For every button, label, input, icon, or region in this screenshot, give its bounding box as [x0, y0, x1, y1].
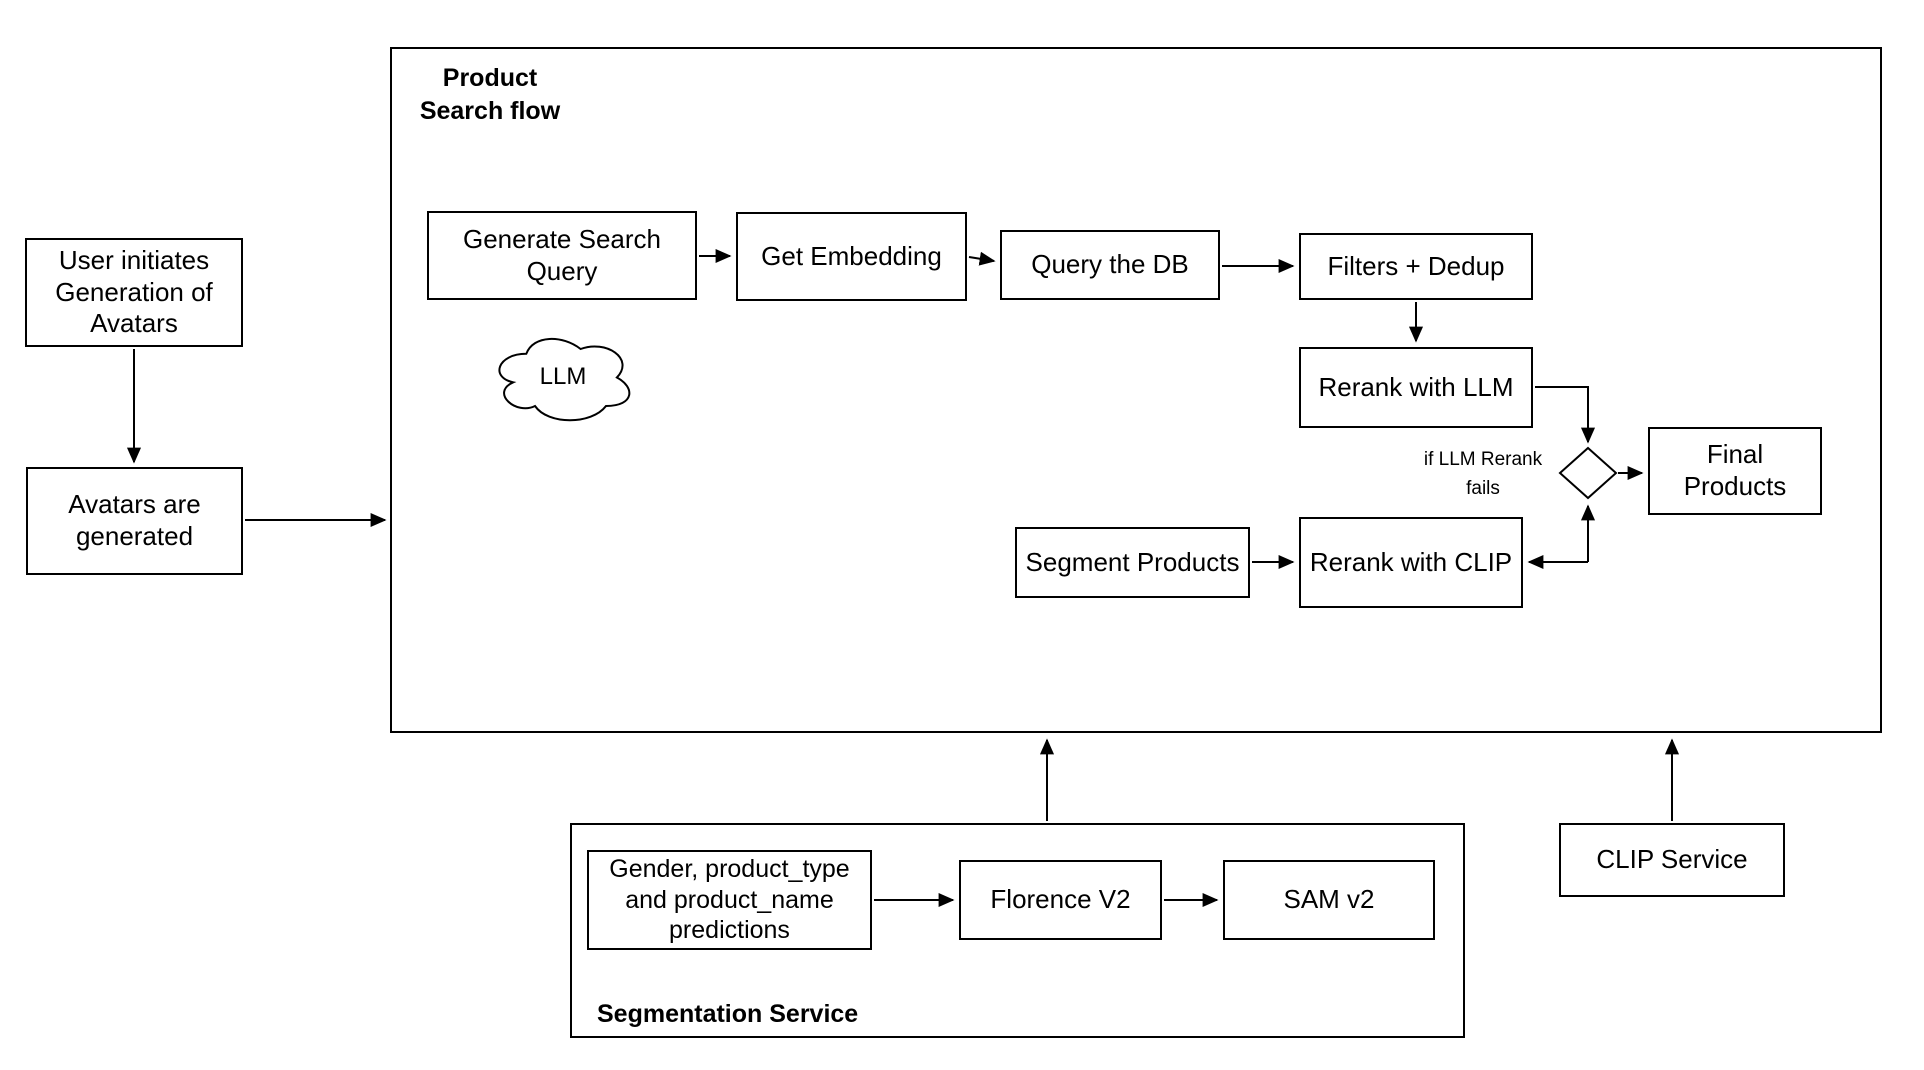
- node-avatars-generated-label: Avatars are generated: [68, 489, 201, 551]
- node-get-embedding-label: Get Embedding: [761, 240, 942, 271]
- segmentation-service-container: [570, 823, 1465, 1038]
- node-generate-search-query: Generate Search Query: [427, 211, 697, 300]
- llm-cloud-label: LLM: [539, 363, 587, 390]
- segmentation-service-title: Segmentation Service: [597, 1000, 859, 1028]
- node-user-initiates: User initiates Generation of Avatars: [25, 238, 243, 347]
- node-get-embedding: Get Embedding: [736, 212, 967, 301]
- node-segment-products: Segment Products: [1015, 527, 1250, 598]
- node-gender-predictions-label: Gender, product_type and product_name pr…: [609, 855, 850, 945]
- node-florence-v2: Florence V2: [959, 860, 1162, 940]
- node-query-db: Query the DB: [1000, 230, 1220, 300]
- node-rerank-llm-label: Rerank with LLM: [1318, 371, 1514, 402]
- node-rerank-clip-label: Rerank with CLIP: [1309, 546, 1513, 577]
- node-generate-search-query-label: Generate Search Query: [462, 223, 661, 286]
- product-search-flow-title: Product Search flow: [419, 64, 561, 125]
- arrow-rerankllm-to-diamond: [1535, 386, 1596, 444]
- node-filters-dedup-label: Filters + Dedup: [1327, 250, 1505, 281]
- node-sam-v2: SAM v2: [1223, 860, 1435, 940]
- node-filters-dedup: Filters + Dedup: [1299, 233, 1533, 300]
- llm-cloud-shape: [498, 337, 631, 422]
- product-search-flow-container: [390, 47, 1882, 733]
- node-user-initiates-label: User initiates Generation of Avatars: [55, 244, 213, 339]
- annotation-if-llm-rerank-fails: if LLM Rerank fails: [1423, 449, 1543, 499]
- node-query-db-label: Query the DB: [1031, 249, 1189, 280]
- node-avatars-generated: Avatars are generated: [26, 467, 243, 575]
- node-gender-predictions: Gender, product_type and product_name pr…: [587, 850, 872, 950]
- node-sam-v2-label: SAM v2: [1283, 884, 1375, 915]
- node-segment-products-label: Segment Products: [1025, 546, 1240, 577]
- node-clip-service-label: CLIP Service: [1596, 844, 1748, 875]
- node-clip-service: CLIP Service: [1559, 823, 1785, 897]
- decision-diamond: [1558, 446, 1618, 500]
- node-final-products-label: Final Products: [1683, 439, 1787, 501]
- node-florence-v2-label: Florence V2: [990, 884, 1131, 915]
- arrow-embedding-to-db: [968, 251, 996, 266]
- node-rerank-clip: Rerank with CLIP: [1299, 517, 1523, 608]
- node-rerank-llm: Rerank with LLM: [1299, 347, 1533, 428]
- node-final-products: Final Products: [1648, 427, 1822, 515]
